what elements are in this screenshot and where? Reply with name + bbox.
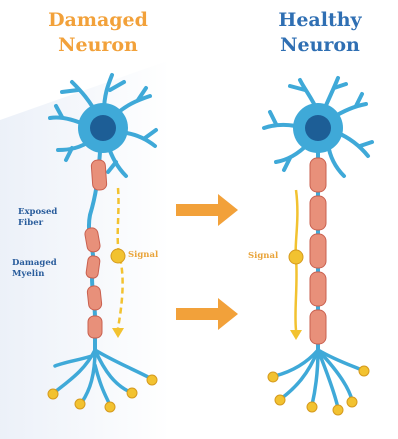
damaged-signal-icon	[111, 249, 125, 263]
healthy-nucleus	[305, 115, 331, 141]
damaged-nucleus	[90, 115, 116, 141]
healthy-neuron	[264, 78, 372, 415]
healthy-signal-icon	[289, 250, 303, 264]
transition-arrows	[176, 194, 238, 330]
healthy-signal-arrowhead	[290, 330, 302, 340]
label-signal-damaged: Signal	[128, 250, 158, 261]
label-exposed-fiber: Exposed Fiber	[18, 207, 78, 229]
arrow-top	[176, 194, 238, 226]
label-damaged-myelin: Damaged Myelin	[12, 258, 72, 280]
arrow-bottom	[176, 298, 238, 330]
healthy-myelin-segments	[310, 158, 326, 344]
label-signal-healthy: Signal	[248, 251, 278, 262]
